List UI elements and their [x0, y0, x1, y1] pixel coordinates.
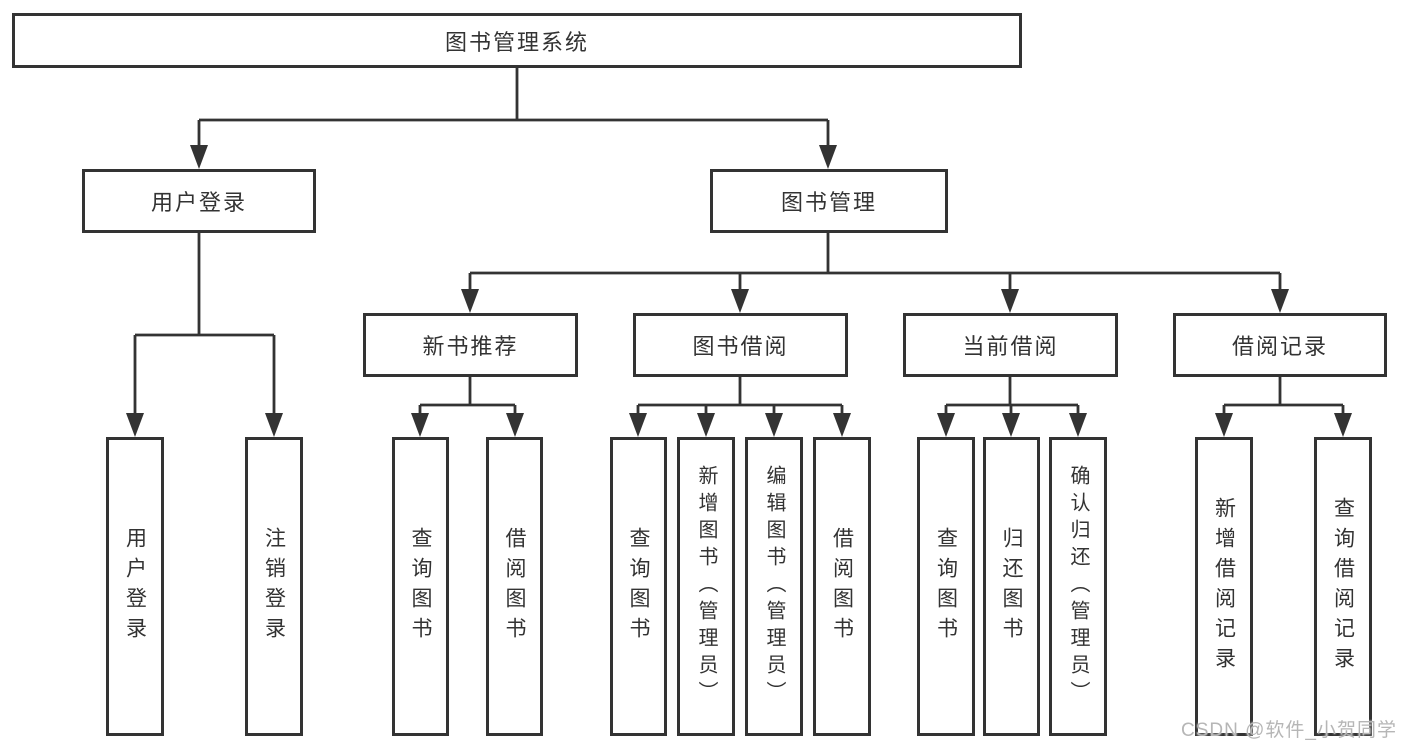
leaf-label: 借阅图书: [503, 526, 526, 647]
node-book-management: 图书管理: [710, 169, 948, 233]
leaf-current-return-books: 归还图书: [983, 437, 1040, 736]
node-label: 当前借阅: [962, 334, 1059, 359]
leaf-user-login: 用户登录: [106, 437, 164, 736]
csdn-watermark: CSDN @软件_小贺同学: [1181, 720, 1397, 741]
leaf-current-query-books: 查询图书: [917, 437, 975, 736]
leaf-records-add-record: 新增借阅记录: [1195, 437, 1253, 736]
node-user-login: 用户登录: [82, 169, 316, 233]
leaf-label: 归还图书: [1000, 526, 1023, 647]
leaf-recommend-borrow-books: 借阅图书: [486, 437, 543, 736]
leaf-label: 借阅图书: [830, 526, 854, 647]
leaf-label: 新增图书（管理员）: [695, 465, 717, 708]
leaf-label: 查询图书: [627, 526, 650, 647]
leaf-recommend-query-books: 查询图书: [392, 437, 449, 736]
leaf-logout: 注销登录: [245, 437, 303, 736]
leaf-borrowing-query-books: 查询图书: [610, 437, 667, 736]
leaf-label: 编辑图书（管理员）: [763, 465, 785, 708]
leaf-label: 查询借阅记录: [1331, 496, 1355, 677]
node-book-borrowing: 图书借阅: [633, 313, 848, 377]
leaf-label: 新增借阅记录: [1212, 496, 1236, 677]
node-label: 借阅记录: [1231, 334, 1328, 359]
arrowhead-icons: [126, 145, 1352, 437]
node-label: 新书推荐: [422, 334, 519, 359]
leaf-label: 用户登录: [123, 526, 147, 647]
leaf-current-confirm-return-admin: 确认归还（管理员）: [1049, 437, 1107, 736]
node-label: 图书管理: [780, 190, 877, 215]
node-label: 图书管理系统: [444, 29, 589, 55]
node-library-management-system: 图书管理系统: [12, 13, 1022, 68]
leaf-records-query-record: 查询借阅记录: [1314, 437, 1372, 736]
leaf-label: 查询图书: [409, 526, 432, 647]
node-label: 用户登录: [150, 190, 247, 215]
leaf-borrowing-edit-books-admin: 编辑图书（管理员）: [745, 437, 803, 736]
node-current-borrowing: 当前借阅: [903, 313, 1118, 377]
node-new-book-recommend: 新书推荐: [363, 313, 578, 377]
leaf-borrowing-borrow-books: 借阅图书: [813, 437, 871, 736]
leaf-label: 确认归还（管理员）: [1067, 465, 1089, 708]
node-label: 图书借阅: [692, 334, 789, 359]
node-borrowing-records: 借阅记录: [1173, 313, 1387, 377]
leaf-label: 注销登录: [262, 526, 286, 647]
leaf-borrowing-add-books-admin: 新增图书（管理员）: [677, 437, 735, 736]
leaf-label: 查询图书: [934, 526, 958, 647]
